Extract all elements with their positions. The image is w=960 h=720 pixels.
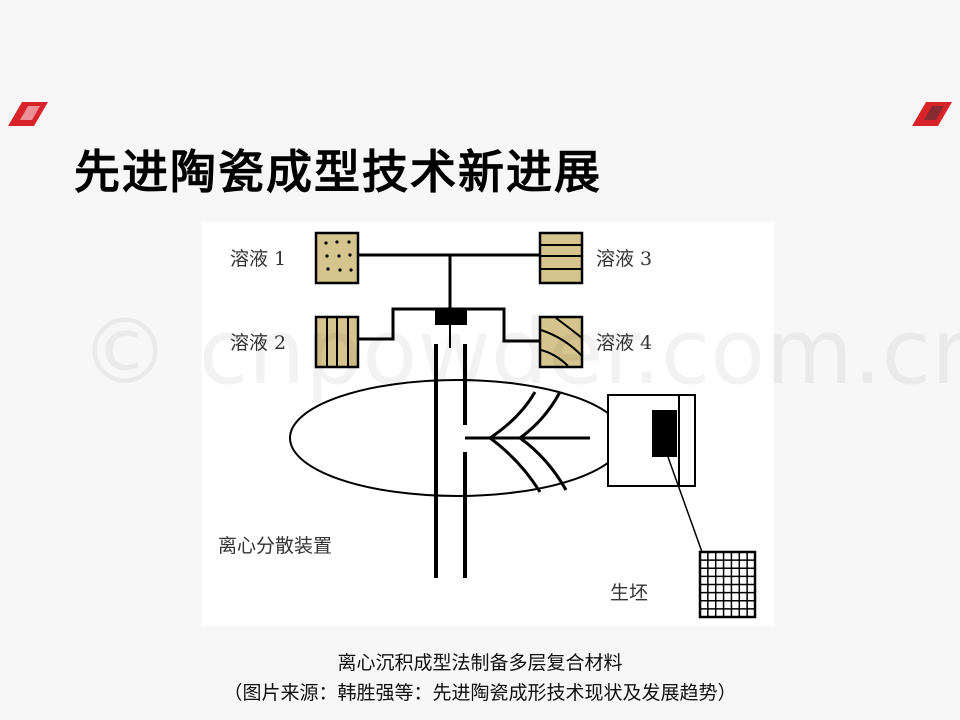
- green-body-grid: [698, 550, 757, 619]
- solution-1-label: 溶液 1: [230, 248, 286, 270]
- green-body-label: 生坯: [610, 582, 648, 604]
- right-accent-mark: [912, 102, 952, 126]
- solution-4-label: 溶液 4: [596, 332, 652, 354]
- device-label: 离心分散装置: [218, 535, 332, 557]
- solution-3-box: [538, 231, 584, 285]
- solution-1-box: [314, 231, 360, 285]
- watermark: © cnpowder.com.cn: [80, 300, 960, 405]
- caption-source: （图片来源：韩胜强等：先进陶瓷成形技术现状及发展趋势）: [223, 682, 737, 704]
- slide-title: 先进陶瓷成型技术新进展: [74, 145, 602, 199]
- left-accent-mark: [8, 102, 48, 126]
- nozzle: [435, 308, 467, 325]
- solution-2-label: 溶液 2: [230, 332, 286, 354]
- mold-box: [607, 394, 696, 487]
- solution-3-label: 溶液 3: [596, 248, 652, 270]
- centrifugal-deposition-diagram: 溶液 1 溶液 2 溶液 3 溶液 4 离心分散装置 生坯: [202, 222, 774, 626]
- caption-title: 离心沉积成型法制备多层复合材料: [337, 652, 623, 674]
- solution-2-box: [314, 315, 360, 369]
